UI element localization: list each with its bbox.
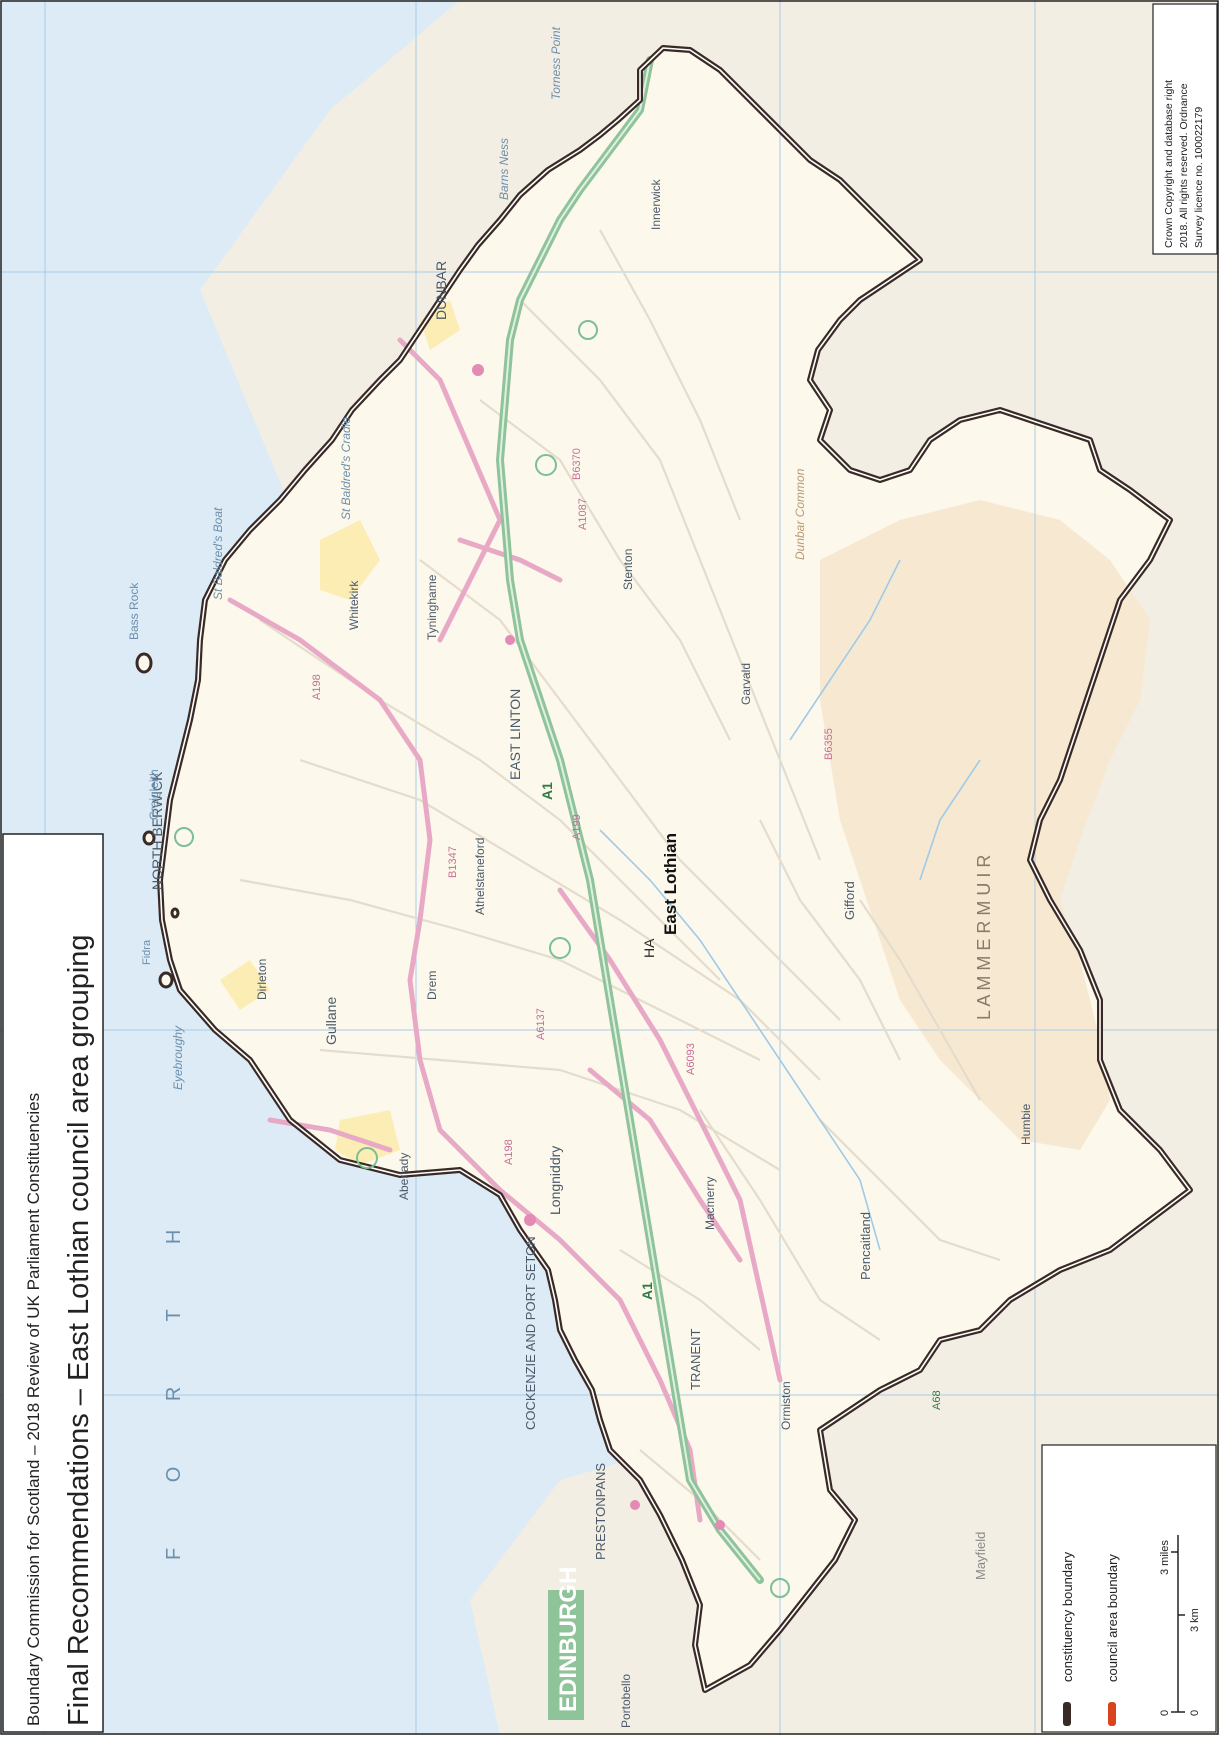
town-markers [472, 364, 725, 1530]
island-bass-rock [135, 652, 153, 674]
place-st-baldreds-boat: St Baldred's Boat [211, 507, 225, 600]
road-label-b1347: B1347 [447, 846, 459, 878]
place-dunbar: DUNBAR [433, 261, 449, 320]
copyright-line-2: 2018. All rights reserved. Ordnance [1178, 83, 1190, 248]
place-east-linton: EAST LINTON [507, 689, 523, 780]
road-label-a199: A199 [571, 814, 583, 840]
legend-swatch-constituency [1063, 1702, 1071, 1726]
copyright-line-1: Crown Copyright and database right [1163, 80, 1175, 248]
road-label-a1087: A1087 [577, 498, 589, 530]
lammermuir-uplands [820, 500, 1150, 1150]
road-label-a198: A198 [311, 674, 323, 700]
place-cockenzie: COCKENZIE AND PORT SETON [523, 1236, 538, 1430]
beaches [220, 300, 460, 1165]
title-panel: Boundary Commission for Scotland – 2018 … [2, 833, 104, 1733]
place-macmerry: Macmerry [703, 1177, 717, 1230]
copyright-panel: Crown Copyright and database right 2018.… [1152, 3, 1218, 255]
place-tyninghame: Tyninghame [425, 574, 439, 640]
place-eyebroughy: Eyebroughy [171, 1025, 185, 1090]
constituency-land [160, 48, 1190, 1690]
road-label-a198-west: A198 [503, 1139, 515, 1165]
a1-road-centre [498, 59, 761, 1581]
place-tranent: TRANENT [688, 1329, 703, 1390]
scale-bar [1171, 1535, 1185, 1713]
place-prestonpans: PRESTONPANS [593, 1463, 608, 1560]
legend-panel: constituency boundary council area bound… [1041, 1444, 1217, 1733]
road-label-a68: A68 [931, 1390, 943, 1410]
edinburgh-label: EDINBURGH [548, 1567, 584, 1720]
place-torness-point: Torness Point [549, 26, 563, 100]
place-st-baldreds-cradle: St Baldred's Cradle [339, 417, 353, 520]
island-lamb [170, 907, 180, 919]
council-area-boundary [159, 47, 1191, 1691]
legend-swatch-council [1108, 1702, 1116, 1726]
title-line-1: Boundary Commission for Scotland – 2018 … [24, 1093, 43, 1726]
place-bass-rock: Bass Rock [127, 582, 141, 640]
place-stenton: Stenton [621, 549, 635, 590]
place-ormiston: Ormiston [779, 1381, 793, 1430]
place-portobello: Portobello [619, 1674, 633, 1728]
road-label-a1-west: A1 [639, 1282, 655, 1300]
road-label-b6355: B6355 [823, 728, 835, 760]
legend-constituency-label: constituency boundary [1060, 1551, 1075, 1682]
scale-km-zero: 0 [1189, 1710, 1201, 1716]
island-fidra [158, 971, 174, 989]
road-label-a1: A1 [539, 782, 555, 800]
islands [135, 652, 180, 989]
place-whitekirk: Whitekirk [347, 580, 361, 630]
scale-km-label: 3 km [1189, 1608, 1201, 1632]
a-roads [227, 337, 783, 1523]
title-line-2: Final Recommendations – East Lothian cou… [63, 934, 95, 1726]
place-dirleton: Dirleton [255, 959, 269, 1000]
rivers [599, 559, 981, 1251]
place-haddington: HA [641, 938, 657, 958]
road-label-a6137: A6137 [535, 1008, 547, 1040]
place-gifford: Gifford [842, 881, 857, 920]
place-barns-ness: Barns Ness [497, 138, 511, 200]
island-craigleith [142, 830, 156, 846]
place-gullane: Gullane [323, 997, 339, 1045]
constituency-name-label: East Lothian [661, 833, 680, 935]
place-drem: Drem [425, 971, 439, 1000]
map-symbols [174, 320, 790, 1598]
scale-miles-zero: 0 [1159, 1710, 1171, 1716]
place-lammermuir: L A M M E R M U I R [974, 855, 994, 1020]
scale-miles-label: 3 miles [1159, 1540, 1171, 1575]
place-dunbar-common: Dunbar Common [793, 468, 807, 560]
place-pencaitland: Pencaitland [858, 1212, 873, 1280]
place-edinburgh: EDINBURGH [555, 1567, 582, 1712]
place-craigleith: Craigleith [147, 769, 161, 820]
place-humbie: Humbie [1019, 1103, 1033, 1145]
road-label-b6370: B6370 [571, 448, 583, 480]
place-mayfield: Mayfield [973, 1532, 988, 1580]
place-innerwick: Innerwick [649, 178, 663, 230]
place-aberlady: Aberlady [397, 1153, 411, 1200]
copyright-line-3: Survey licence no. 100022179 [1193, 107, 1205, 248]
place-garvald: Garvald [739, 663, 753, 705]
place-fidra: Fidra [141, 939, 153, 965]
place-north-berwick: NORTH BERWICK [149, 771, 165, 890]
place-athelstaneford: Athelstaneford [473, 838, 487, 915]
sea-forth: F O R T H [163, 1200, 185, 1560]
legend-council-label: council area boundary [1105, 1554, 1120, 1682]
minor-roads [239, 229, 1001, 1561]
road-label-a6093: A6093 [685, 1043, 697, 1075]
place-longniddry: Longniddry [547, 1146, 563, 1215]
